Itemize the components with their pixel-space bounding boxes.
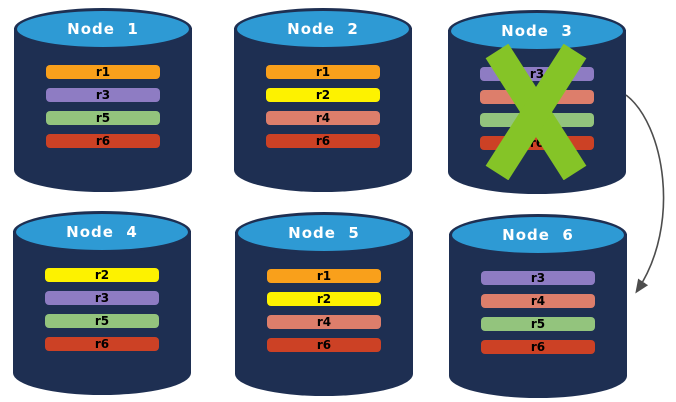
node-3-replicas: r3 r4 r5 r6 xyxy=(480,67,594,159)
node-5: Node 5 r1 r2 r4 r6 xyxy=(235,212,413,396)
node-6-cylinder-top: Node 6 xyxy=(449,214,627,256)
node-5-cylinder-body xyxy=(235,232,413,396)
node-1-title: Node 1 xyxy=(67,20,139,38)
node-2-cylinder-top: Node 2 xyxy=(234,8,412,50)
node-5-replicas: r1 r2 r4 r6 xyxy=(267,269,381,361)
replica-bar: r6 xyxy=(46,134,160,148)
node-2-cylinder-body xyxy=(234,28,412,192)
replica-bar: r3 xyxy=(45,291,159,305)
replica-bar: r5 xyxy=(46,111,160,125)
node-4-cylinder-body xyxy=(13,231,191,395)
node-6-replicas: r3 r4 r5 r6 xyxy=(481,271,595,363)
node-5-cylinder-top: Node 5 xyxy=(235,212,413,254)
node-1-cylinder-body xyxy=(14,28,192,192)
node-4-replicas: r2 r3 r5 r6 xyxy=(45,268,159,360)
node-1-cylinder-top: Node 1 xyxy=(14,8,192,50)
node-4-title: Node 4 xyxy=(66,223,138,241)
replica-bar: r1 xyxy=(46,65,160,79)
replica-bar: r1 xyxy=(267,269,381,283)
replica-bar: r6 xyxy=(267,338,381,352)
replica-bar: r1 xyxy=(266,65,380,79)
replica-bar: r3 xyxy=(481,271,595,285)
replica-bar: r2 xyxy=(266,88,380,102)
replica-bar: r4 xyxy=(266,111,380,125)
replica-bar: r3 xyxy=(46,88,160,102)
replica-bar: r5 xyxy=(480,113,594,127)
node-5-title: Node 5 xyxy=(288,224,360,242)
replica-bar: r2 xyxy=(45,268,159,282)
replica-bar: r4 xyxy=(481,294,595,308)
replica-bar: r6 xyxy=(481,340,595,354)
node-6-title: Node 6 xyxy=(502,226,574,244)
replica-bar: r5 xyxy=(45,314,159,328)
replica-bar: r3 xyxy=(480,67,594,81)
node-3-title: Node 3 xyxy=(501,22,573,40)
replica-bar: r6 xyxy=(480,136,594,150)
replica-bar: r6 xyxy=(45,337,159,351)
node-2-replicas: r1 r2 r4 r6 xyxy=(266,65,380,157)
node-2-title: Node 2 xyxy=(287,20,359,38)
node-6: Node 6 r3 r4 r5 r6 xyxy=(449,214,627,398)
node-4-cylinder-top: Node 4 xyxy=(13,211,191,253)
replica-bar: r4 xyxy=(267,315,381,329)
replica-bar: r4 xyxy=(480,90,594,104)
node-2: Node 2 r1 r2 r4 r6 xyxy=(234,8,412,192)
node-6-cylinder-body xyxy=(449,234,627,398)
replica-bar: r5 xyxy=(481,317,595,331)
node-4: Node 4 r2 r3 r5 r6 xyxy=(13,211,191,395)
node-3-cylinder-top: Node 3 xyxy=(448,10,626,52)
node-3: Node 3 r3 r4 r5 r6 xyxy=(448,10,626,194)
replica-bar: r6 xyxy=(266,134,380,148)
replica-bar: r2 xyxy=(267,292,381,306)
node-1-replicas: r1 r3 r5 r6 xyxy=(46,65,160,157)
node-1: Node 1 r1 r3 r5 r6 xyxy=(14,8,192,192)
